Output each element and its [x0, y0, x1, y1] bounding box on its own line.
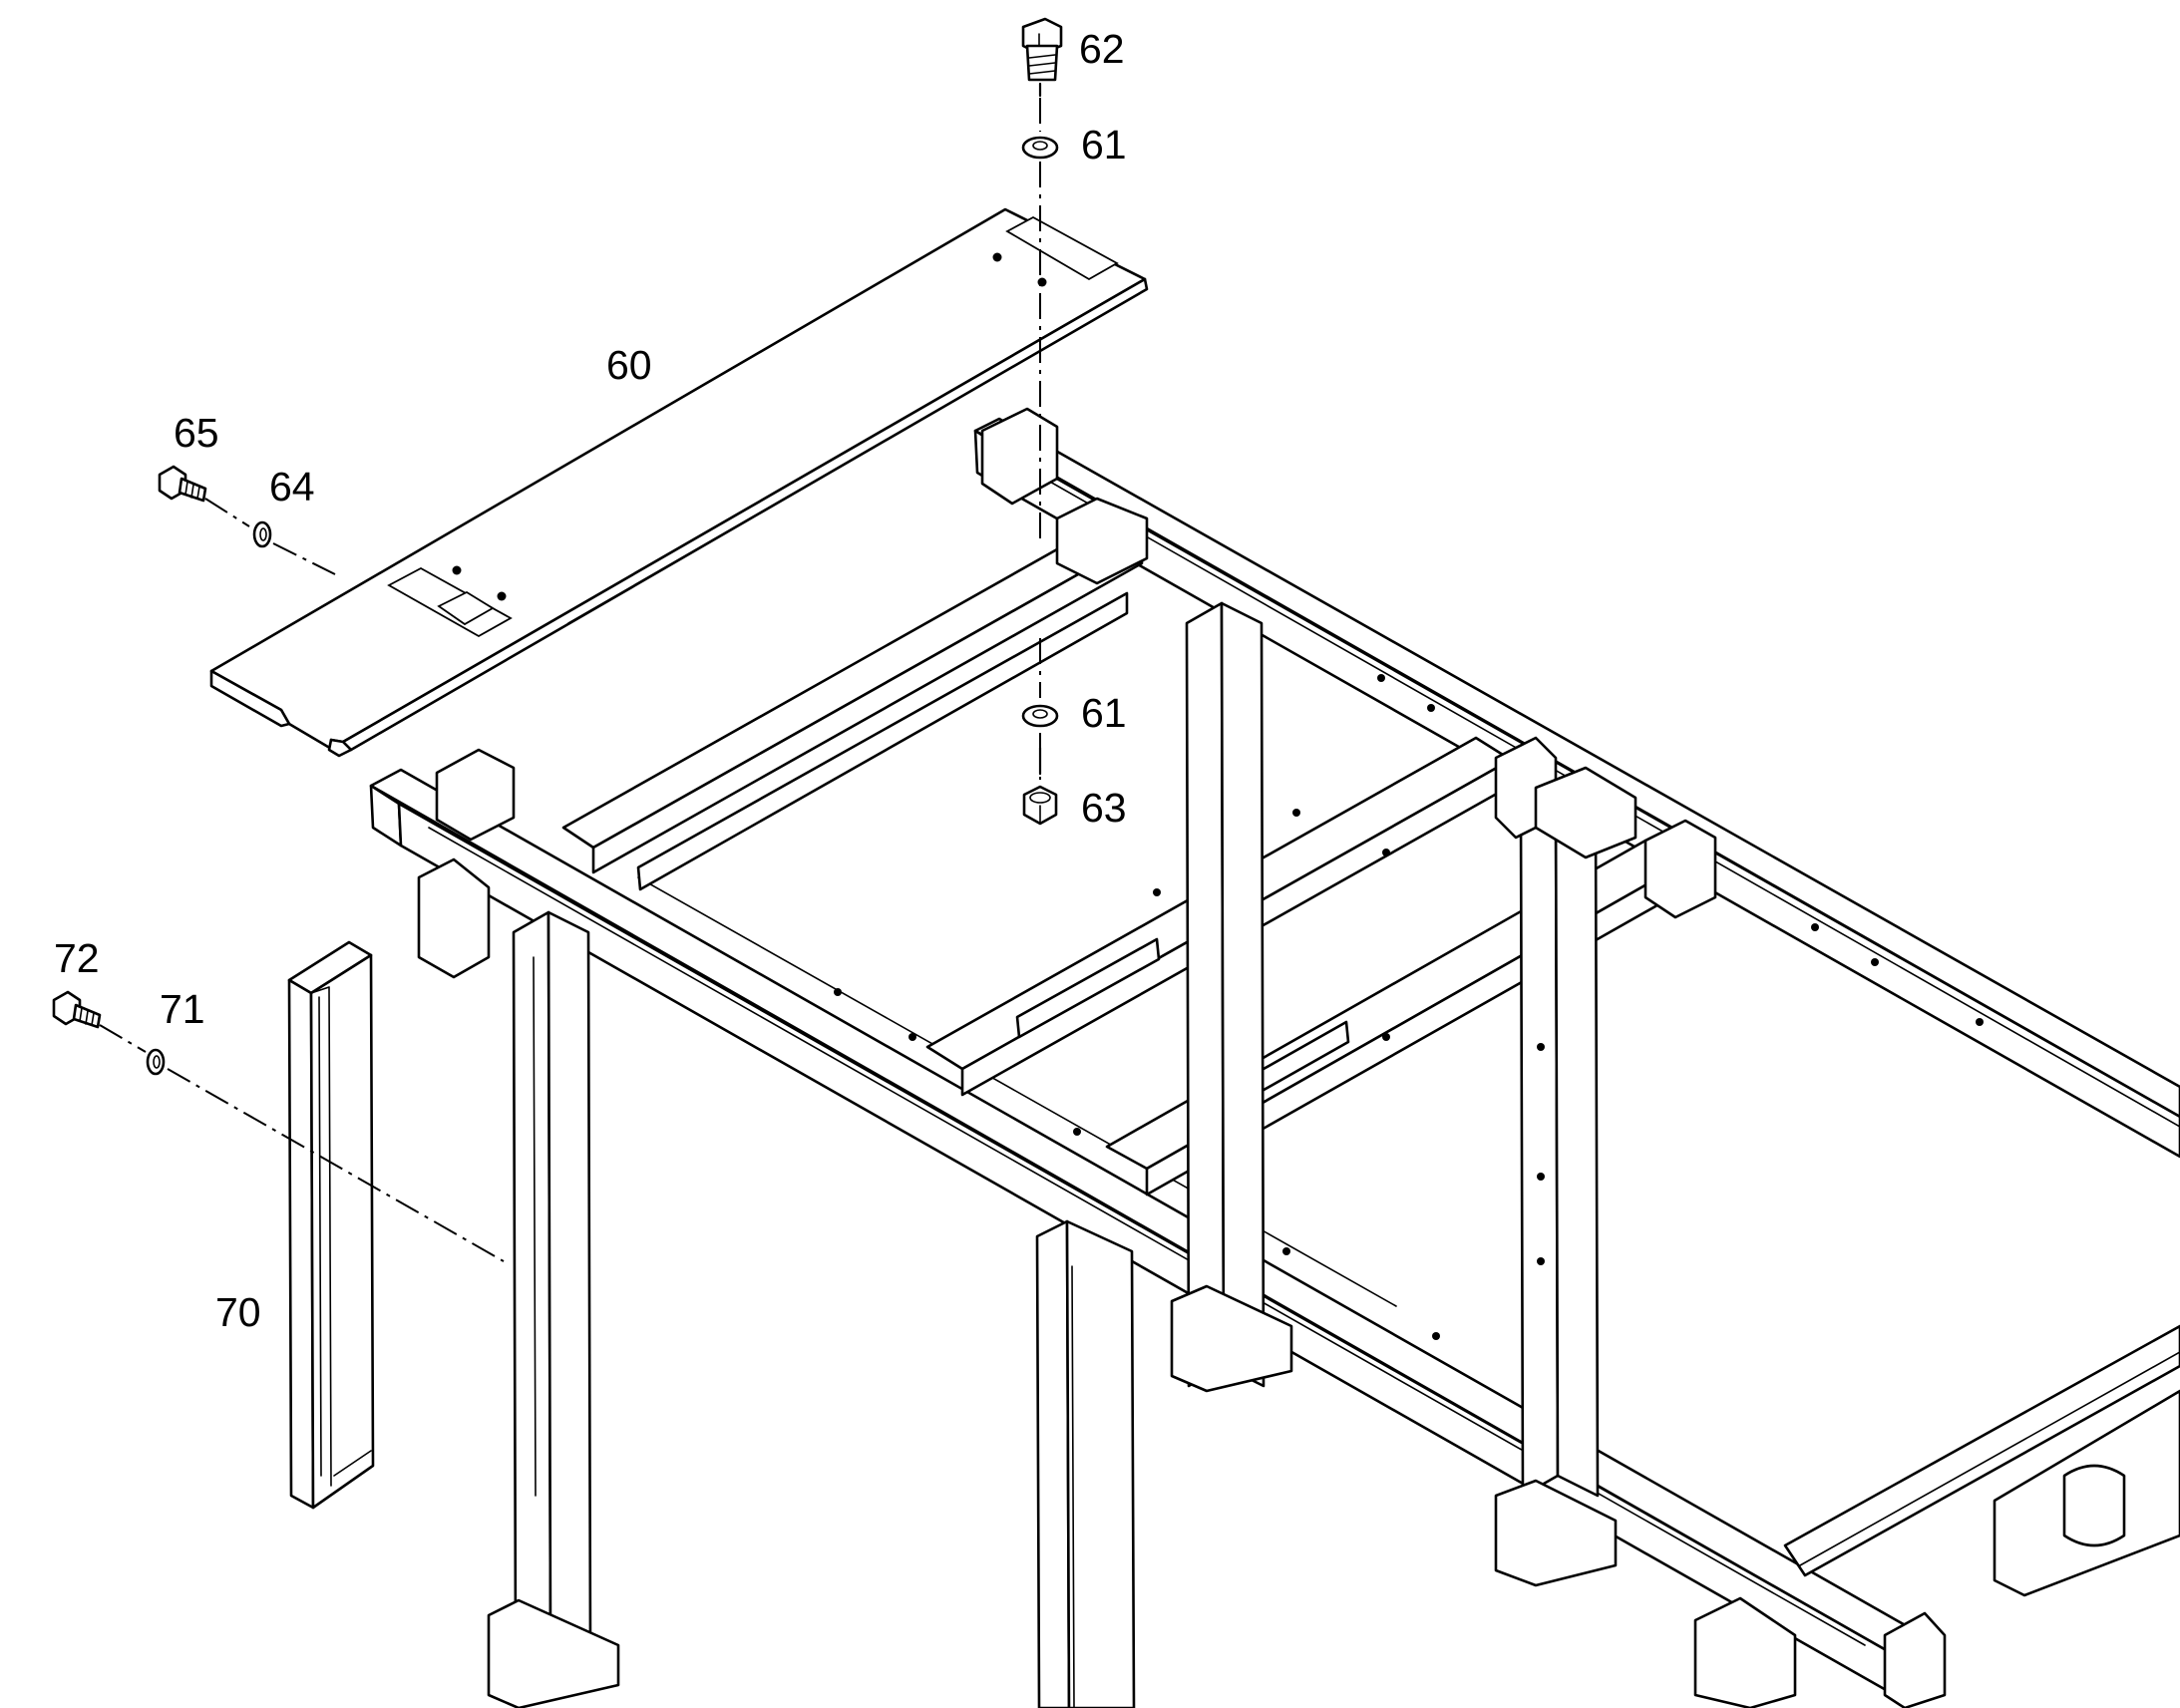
part-72-screw: [52, 990, 102, 1029]
front-mid-leg: [1035, 1219, 1136, 1708]
back-right-foot: [1993, 1389, 2180, 1597]
callout-63: 63: [1081, 785, 1127, 831]
callout-72: 72: [54, 935, 100, 981]
part-63-nut: [1022, 785, 1058, 826]
callout-65: 65: [174, 410, 219, 456]
part-71-washer: [146, 1048, 166, 1076]
back-mid-leg: [1494, 786, 1618, 1587]
right-cross-rail: [1783, 1324, 2180, 1577]
callout-61-bottom: 61: [1081, 690, 1127, 736]
part-64-washer: [252, 520, 272, 548]
callout-71: 71: [160, 986, 205, 1032]
part-61-washer-top: [1021, 136, 1059, 160]
front-left-leg: [487, 910, 620, 1708]
callout-labels: 62 61 60 65 64 61 63 72 71 70: [54, 26, 1127, 1335]
end-bracket-front: [1693, 1596, 1947, 1708]
rail-holes: [834, 674, 1984, 1340]
back-left-leg: [1170, 601, 1293, 1393]
part-70-side-panel: [287, 940, 375, 1510]
callout-62: 62: [1079, 26, 1125, 72]
cross-beam-1: [561, 516, 1144, 891]
frame-structure: [369, 407, 2180, 1708]
corner-bracket-front: [417, 748, 516, 979]
assembly-axis-lines: [99, 98, 1041, 1262]
callout-70: 70: [215, 1289, 261, 1335]
part-62-bolt: [1021, 17, 1063, 82]
part-60-cover-plate: [209, 207, 1149, 758]
part-61-washer-bottom: [1021, 704, 1059, 728]
part-65-screw: [158, 465, 207, 503]
callout-64: 64: [269, 464, 315, 510]
callout-61-top: 61: [1081, 122, 1127, 168]
callout-60: 60: [606, 342, 652, 388]
corner-bracket-back: [980, 407, 1149, 585]
joint-bracket-mid: [1494, 736, 1717, 919]
